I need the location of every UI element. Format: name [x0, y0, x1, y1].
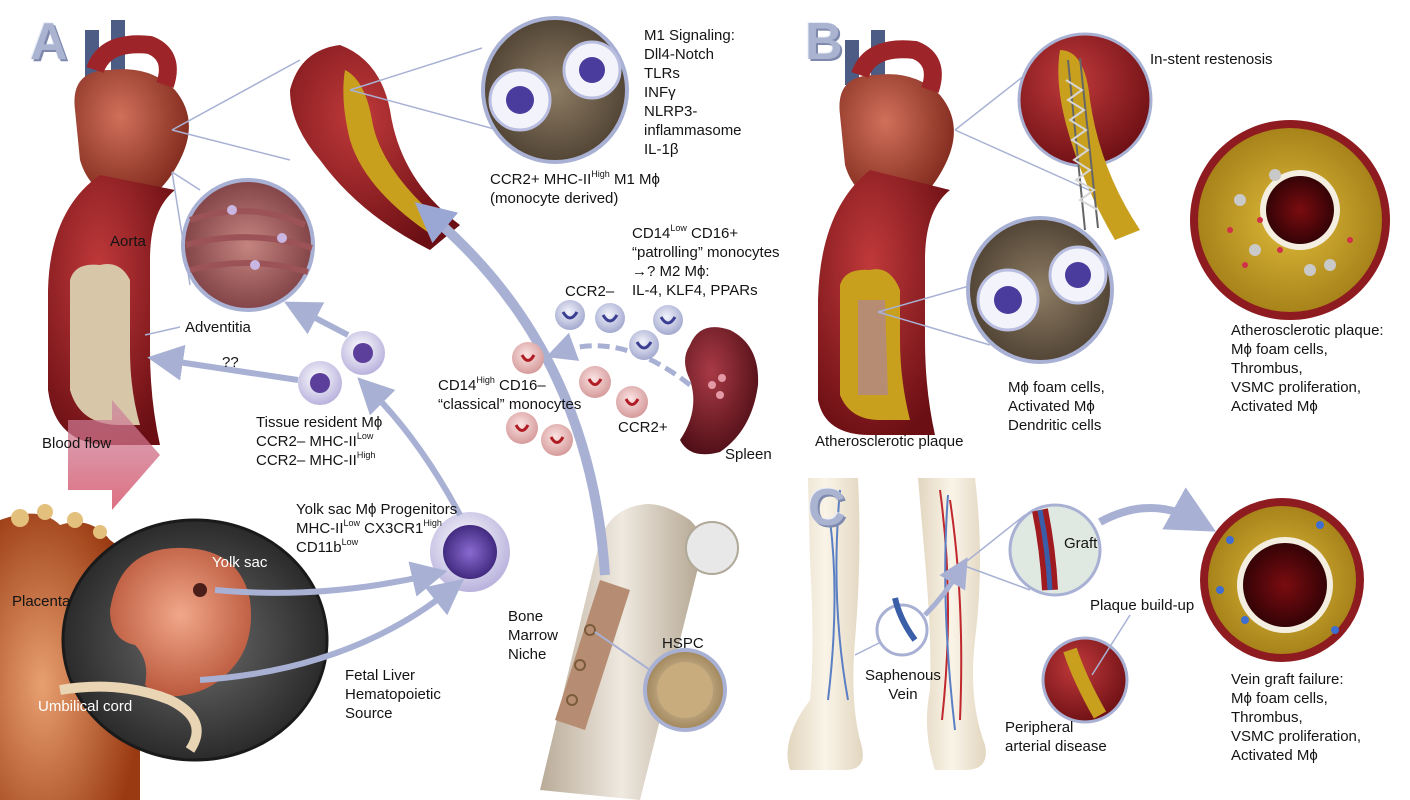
pad-label: Peripheral arterial disease	[1005, 719, 1107, 755]
yolk-sac-label: Yolk sac	[212, 554, 268, 571]
ccr2-negative-monocytes	[555, 300, 683, 360]
m1-signaling-line: M1 Signaling:	[644, 27, 735, 44]
panel-letter-c: C	[808, 479, 846, 537]
adventitia-leader	[144, 326, 181, 336]
m1-signaling-line: TLRs	[644, 65, 680, 82]
atherosclerotic-plaque-label: Atherosclerotic plaque	[815, 433, 964, 450]
foam-cells-label: Mϕ foam cells, Activated Mϕ Dendritic ce…	[1008, 379, 1105, 434]
umbilical-cord-label: Umbilical cord	[38, 698, 133, 715]
progenitor-arrow	[357, 377, 463, 517]
foam-cells-magnifier	[966, 216, 1114, 364]
fetal-liver-arrow	[199, 578, 465, 683]
plaque-cross-section-b	[1190, 120, 1390, 320]
spleen-dashed-arrow	[545, 332, 692, 387]
bone-marrow-label: Bone Marrow Niche	[508, 608, 559, 663]
legs	[787, 478, 986, 770]
cardiac-muscle-magnifier	[171, 171, 315, 312]
bone-to-artery-arrow	[414, 202, 610, 576]
tissue-resident-label: Tissue resident Mϕ CCR2– MHC-IILow CCR2–…	[256, 414, 383, 469]
spleen-label: Spleen	[725, 446, 772, 463]
spleen	[680, 327, 759, 455]
patrolling-monocytes-label: CD14Low CD16+ “patrolling” monocytes →? …	[632, 223, 780, 300]
plaque-buildup-label: Plaque build-up	[1090, 597, 1195, 614]
tissue-resident-macrophages	[298, 331, 385, 405]
ccr2-positive-monocytes	[506, 342, 648, 456]
adventitia-label: Adventitia	[185, 319, 251, 336]
yolk-progenitors-label: Yolk sac Mϕ Progenitors MHC-IILow CX3CR1…	[296, 501, 458, 556]
vein-graft-failure-list: Vein graft failure: Mϕ foam cells, Throm…	[1231, 671, 1362, 764]
m1-signaling-list: M1 Signaling: Dll4-Notch TLRs INFγ NLRP3…	[644, 26, 742, 159]
vein-to-graft-arrow	[923, 557, 968, 617]
coronary-artery-magnifier	[171, 16, 629, 250]
unknown-origin-label: ??	[222, 354, 239, 371]
yolk-sac-arrow	[214, 561, 448, 597]
pad-artery	[1041, 614, 1131, 724]
femur	[540, 504, 739, 800]
athero-plaque-list: Atherosclerotic plaque: Mϕ foam cells, T…	[1231, 322, 1384, 415]
embryo	[59, 518, 329, 762]
panel-letter-b: B	[805, 13, 843, 71]
aorta	[48, 175, 175, 510]
yolk-progenitor-cell	[430, 512, 510, 592]
saphenous-vein-label: Saphenous Vein	[865, 667, 941, 703]
m1-signaling-line: inflammasome	[644, 122, 742, 139]
ccr2-plus-label: CCR2+	[618, 419, 668, 436]
placenta-label: Placenta	[12, 593, 71, 610]
to-heart-arrow	[284, 301, 350, 338]
aorta-label: Aorta	[110, 233, 146, 250]
panel-letter-a: A	[30, 13, 68, 71]
vein-graft-cross-section	[1200, 498, 1364, 662]
hspc-label: HSPC	[662, 635, 704, 652]
graft-magnifier	[961, 503, 1102, 597]
classical-monocytes-label: CD14High CD16– “classical” monocytes	[438, 375, 582, 414]
saphenous-vein-magnifier	[854, 597, 929, 657]
m1-signaling-line: Dll4-Notch	[644, 46, 715, 63]
ccr2-minus-label: CCR2–	[565, 283, 615, 300]
m1-signaling-line: INFγ	[644, 84, 676, 101]
to-adventitia-arrow	[147, 344, 299, 383]
aorta-plaque-b	[818, 170, 991, 435]
m1-signaling-line: NLRP3-	[644, 103, 698, 120]
m1-signaling-line: IL-1β	[644, 141, 679, 158]
graft-label: Graft	[1064, 535, 1098, 552]
fetal-liver-label: Fetal Liver Hematopoietic Source	[345, 667, 441, 722]
stent-artery	[954, 32, 1153, 240]
blood-flow-label: Blood flow	[42, 435, 112, 452]
m1-macrophage-label: CCR2+ MHC-IIHigh M1 Mϕ (monocyte derived…	[490, 169, 660, 208]
in-stent-label: In-stent restenosis	[1150, 51, 1273, 68]
heart	[74, 20, 189, 206]
graft-to-failure-arrow	[1098, 487, 1216, 532]
